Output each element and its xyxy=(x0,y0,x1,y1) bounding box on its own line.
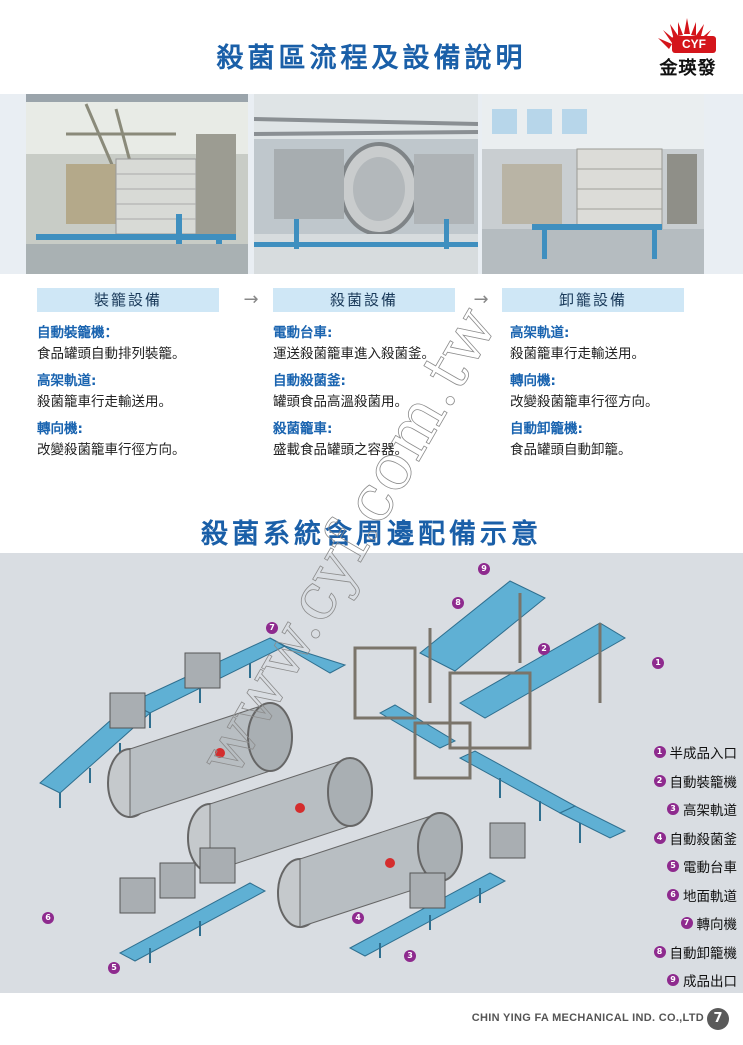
item-name: 自動裝籠機： xyxy=(37,325,118,341)
logo-badge: CYF xyxy=(672,36,716,53)
callout-3: 3 xyxy=(404,950,416,962)
item-desc: 殺菌籠車行走輸送用。 xyxy=(37,394,172,410)
unloading-equipment-list: 高架軌道: 殺菌籠車行走輸送用。 轉向機: 改變殺菌籠車行徑方向。 自動卸籠機:… xyxy=(510,322,740,466)
loading-equipment-photo xyxy=(26,94,248,274)
page-title: 殺菌區流程及設備說明 xyxy=(216,43,527,74)
callout-6: 6 xyxy=(42,912,54,924)
callout-5: 5 xyxy=(108,962,120,974)
item-name: 高架軌道: xyxy=(37,373,97,389)
item-desc: 食品罐頭自動卸籠。 xyxy=(510,442,632,458)
section-title: 殺菌系統含周邊配備示意 xyxy=(201,519,542,550)
item-name: 轉向機: xyxy=(37,421,83,437)
sterilization-equipment-list: 電動台車: 運送殺菌籠車進入殺菌釜。 自動殺菌釜: 罐頭食品高溫殺菌用。 殺菌籠… xyxy=(273,322,503,466)
item-desc: 食品罐頭自動排列裝籠。 xyxy=(37,346,186,362)
arrow-right-icon: → xyxy=(243,289,259,310)
item-name: 高架軌道: xyxy=(510,325,570,341)
callout-2: 2 xyxy=(538,643,550,655)
step-header-loading: 裝籠設備 xyxy=(37,288,219,312)
item-desc: 運送殺菌籠車進入殺菌釜。 xyxy=(273,346,435,362)
item-name: 殺菌籠車: xyxy=(273,421,333,437)
company-name: CHIN YING FA MECHANICAL IND. CO.,LTD xyxy=(471,1012,704,1024)
item-name: 自動殺菌釜: xyxy=(273,373,346,389)
sterilization-equipment-photo xyxy=(254,94,478,274)
item-desc: 改變殺菌籠車行徑方向。 xyxy=(510,394,659,410)
callout-1: 1 xyxy=(652,657,664,669)
item-desc: 殺菌籠車行走輸送用。 xyxy=(510,346,645,362)
item-desc: 盛載食品罐頭之容器。 xyxy=(273,442,408,458)
unloading-equipment-photo xyxy=(482,94,704,274)
item-desc: 罐頭食品高溫殺菌用。 xyxy=(273,394,408,410)
arrow-right-icon: → xyxy=(473,289,489,310)
logo-name: 金瑛發 xyxy=(659,58,717,79)
callout-4: 4 xyxy=(352,912,364,924)
page-number: 7 xyxy=(707,1008,729,1030)
item-desc: 改變殺菌籠車行徑方向。 xyxy=(37,442,186,458)
item-name: 電動台車: xyxy=(273,325,333,341)
system-layout-diagram xyxy=(0,553,743,993)
step-header-sterilization: 殺菌設備 xyxy=(273,288,455,312)
callout-7: 7 xyxy=(266,622,278,634)
callout-9: 9 xyxy=(478,563,490,575)
loading-equipment-list: 自動裝籠機： 食品罐頭自動排列裝籠。 高架軌道: 殺菌籠車行走輸送用。 轉向機:… xyxy=(37,322,267,466)
callout-8: 8 xyxy=(452,597,464,609)
item-name: 自動卸籠機: xyxy=(510,421,583,437)
step-header-unloading: 卸籠設備 xyxy=(502,288,684,312)
item-name: 轉向機: xyxy=(510,373,556,389)
